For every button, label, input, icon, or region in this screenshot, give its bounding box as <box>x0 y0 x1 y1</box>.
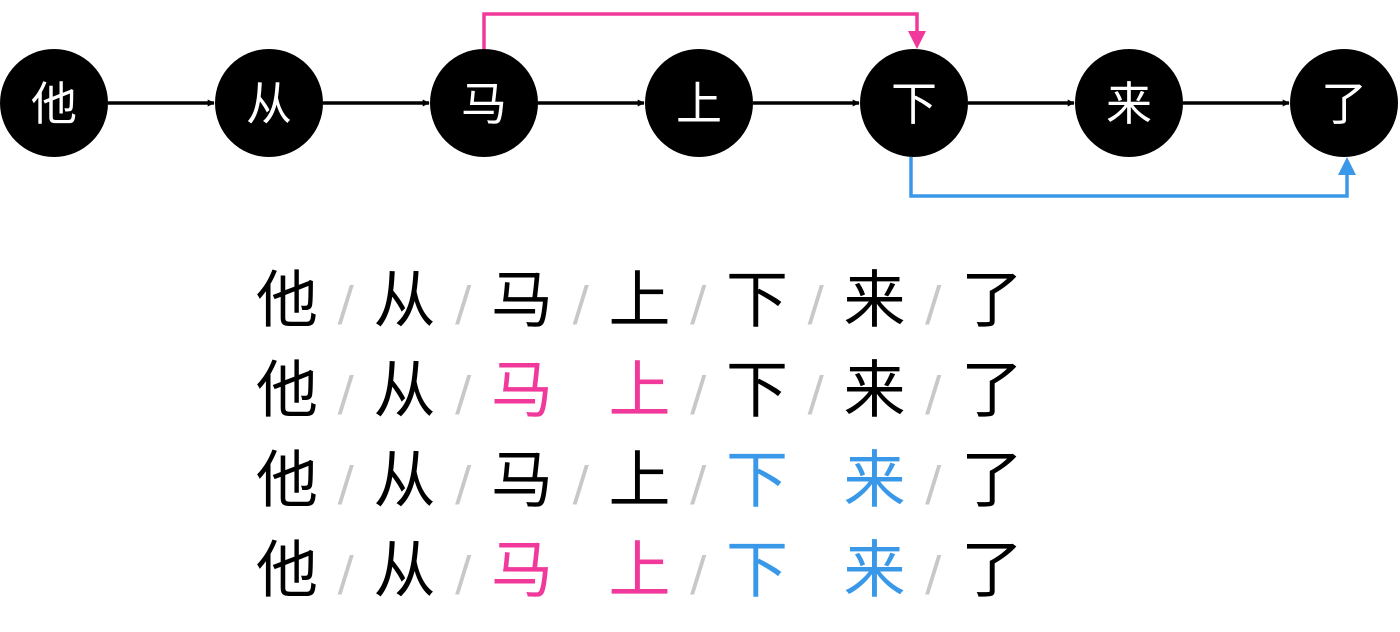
lattice-node-label: 从 <box>246 77 292 131</box>
segmentation-separator: / <box>573 276 590 332</box>
segmentation-char: 来 <box>843 444 905 517</box>
skip-edge-arrowhead-bottom <box>1338 157 1356 175</box>
lattice-node-circle <box>645 49 753 157</box>
segmentation-separator: / <box>338 456 355 512</box>
skip-edge-arrowhead-top <box>908 31 926 49</box>
lattice-node-circle <box>215 49 323 157</box>
segmentation-separator: / <box>573 456 590 512</box>
lattice-node-label: 他 <box>31 77 77 131</box>
segmentation-char: 来 <box>843 264 905 337</box>
segmentation-char: 了 <box>961 354 1023 427</box>
lattice-skip-edges <box>482 12 1356 198</box>
segmentation-char: 从 <box>373 354 435 427</box>
segmentation-char: 马 <box>491 264 553 337</box>
segmentation-char: 从 <box>373 444 435 517</box>
lattice-node-5: 来 <box>1075 49 1183 157</box>
skip-edge-top <box>482 12 919 49</box>
segmentation-char: 上 <box>608 534 670 607</box>
segmentation-char: 上 <box>608 354 670 427</box>
segmentation-char: 了 <box>961 534 1023 607</box>
lattice-node-6: 了 <box>1290 49 1398 157</box>
segmentation-char: 马 <box>491 444 553 517</box>
segmentation-separator: / <box>925 276 942 332</box>
segmentation-separator: / <box>455 546 472 602</box>
segmentation-separator: / <box>808 366 825 422</box>
segmentation-char: 他 <box>256 534 318 607</box>
segmentation-separator: / <box>338 366 355 422</box>
segmentation-row-1: 他从马上下来了 / / / / / <box>256 354 1023 427</box>
segmentation-row-3: 他从马上下来了 / / / / <box>256 534 1023 607</box>
lattice-node-label: 马 <box>461 77 507 131</box>
segmentation-separator: / <box>925 546 942 602</box>
lattice-nodes: 他从马上下来了 <box>0 49 1398 157</box>
segmentation-separator: / <box>455 456 472 512</box>
segmentation-char: 上 <box>608 264 670 337</box>
segmentation-separator: / <box>455 276 472 332</box>
segmentation-char: 来 <box>843 354 905 427</box>
segmentation-separator: / <box>690 366 707 422</box>
lattice-node-1: 从 <box>215 49 323 157</box>
segmentation-separator: / <box>690 546 707 602</box>
segmentation-char: 从 <box>373 534 435 607</box>
lattice-node-2: 马 <box>430 49 538 157</box>
segmentation-char: 上 <box>608 444 670 517</box>
segmentation-char: 来 <box>843 534 905 607</box>
segmentation-char: 了 <box>961 264 1023 337</box>
segmentation-char: 他 <box>256 444 318 517</box>
segmentation-separator: / <box>808 276 825 332</box>
segmentation-rows: 他从马上下来了//////他从马上下来了/////他从马上下来了/////他从马… <box>256 264 1023 607</box>
lattice-node-circle <box>1075 49 1183 157</box>
lattice-node-4: 下 <box>860 49 968 157</box>
segmentation-row-0: 他从马上下来了 / / / / / / <box>256 264 1023 337</box>
lattice-node-3: 上 <box>645 49 753 157</box>
lattice-node-circle <box>1290 49 1398 157</box>
lattice-node-circle <box>860 49 968 157</box>
segmentation-row-2: 他从马上下来了 / / / / / <box>256 444 1023 517</box>
segmentation-separator: / <box>690 456 707 512</box>
lattice-node-circle <box>0 49 108 157</box>
segmentation-separator: / <box>338 546 355 602</box>
segmentation-char: 下 <box>726 534 788 607</box>
lattice-node-label: 上 <box>676 77 722 131</box>
lattice-node-label: 了 <box>1321 77 1367 131</box>
lattice-node-circle <box>430 49 538 157</box>
segmentation-char: 从 <box>373 264 435 337</box>
segmentation-char: 下 <box>726 264 788 337</box>
segmentation-char: 了 <box>961 444 1023 517</box>
segmentation-separator: / <box>925 456 942 512</box>
segmentation-separator: / <box>690 276 707 332</box>
segmentation-char: 下 <box>726 444 788 517</box>
lattice-node-0: 他 <box>0 49 108 157</box>
segmentation-char: 马 <box>491 354 553 427</box>
segmentation-separator: / <box>925 366 942 422</box>
segmentation-char: 他 <box>256 354 318 427</box>
lattice-node-label: 下 <box>891 77 937 131</box>
segmentation-separator: / <box>455 366 472 422</box>
segmentation-char: 马 <box>491 534 553 607</box>
skip-edge-bottom <box>909 157 1349 198</box>
segmentation-separator: / <box>338 276 355 332</box>
segmentation-char: 他 <box>256 264 318 337</box>
lattice-node-label: 来 <box>1106 77 1152 131</box>
segmentation-char: 下 <box>726 354 788 427</box>
